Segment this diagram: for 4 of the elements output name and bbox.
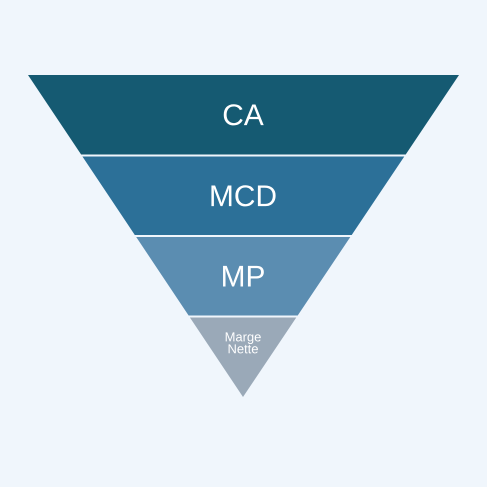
funnel-band: Marge Nette: [190, 318, 296, 397]
funnel-band: MCD: [82, 156, 404, 235]
funnel-band: MP: [136, 237, 350, 316]
funnel-band: CA: [28, 75, 459, 154]
